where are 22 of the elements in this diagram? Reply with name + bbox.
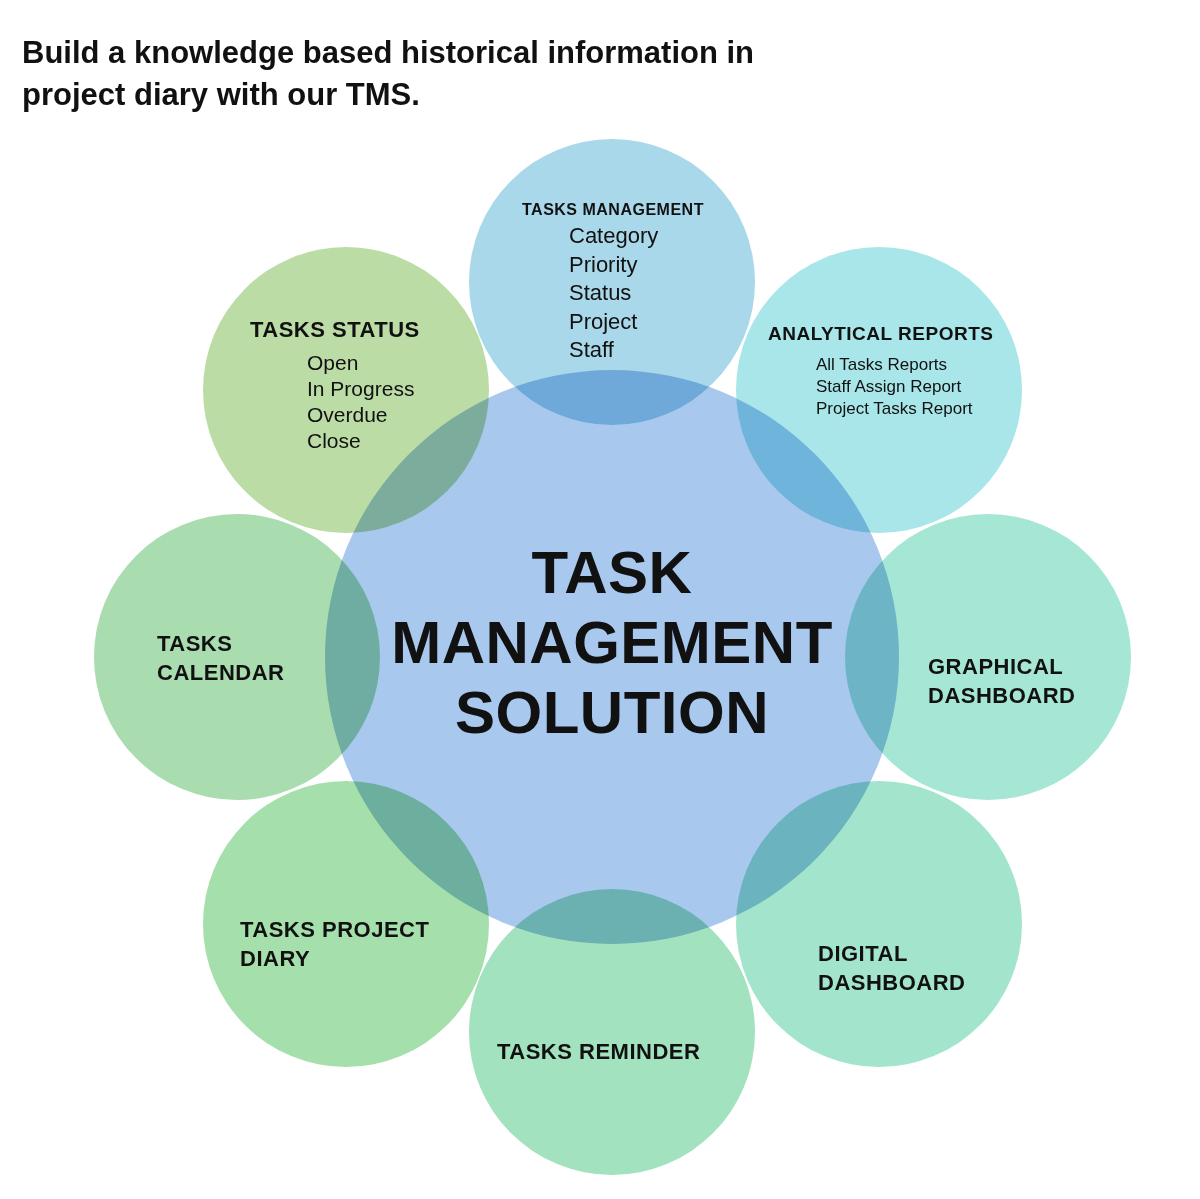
- node-heading: TASKS CALENDAR: [157, 630, 286, 687]
- list-item: Project Tasks Report: [816, 399, 973, 419]
- title: Build a knowledge based historical information in project diary with our TMS.: [22, 34, 756, 114]
- node-heading: DIGITAL DASHBOARD: [818, 940, 967, 997]
- list-item: Status: [569, 280, 632, 306]
- list-item: Staff: [569, 337, 614, 363]
- node-heading: TASKS MANAGEMENT: [522, 200, 705, 220]
- list-item: All Tasks Reports: [816, 355, 947, 375]
- list-item: Open: [307, 351, 359, 375]
- list-item: Overdue: [307, 403, 388, 427]
- list-item: Priority: [569, 251, 638, 278]
- list-item: Close: [307, 429, 361, 453]
- node-heading: TASKS STATUS: [250, 316, 421, 344]
- node-heading: GRAPHICAL DASHBOARD: [928, 653, 1077, 710]
- node-heading: ANALYTICAL REPORTS: [768, 322, 995, 346]
- list-item: Project: [569, 308, 638, 335]
- list-item: Staff Assign Report: [816, 377, 962, 397]
- list-item: In Progress: [307, 377, 415, 401]
- node-heading: TASKS PROJECT DIARY: [240, 916, 431, 973]
- node-heading: TASKS REMINDER: [497, 1038, 702, 1066]
- center-heading: TASK MANAGEMENT SOLUTION: [390, 538, 834, 748]
- list-item: Category: [569, 223, 659, 249]
